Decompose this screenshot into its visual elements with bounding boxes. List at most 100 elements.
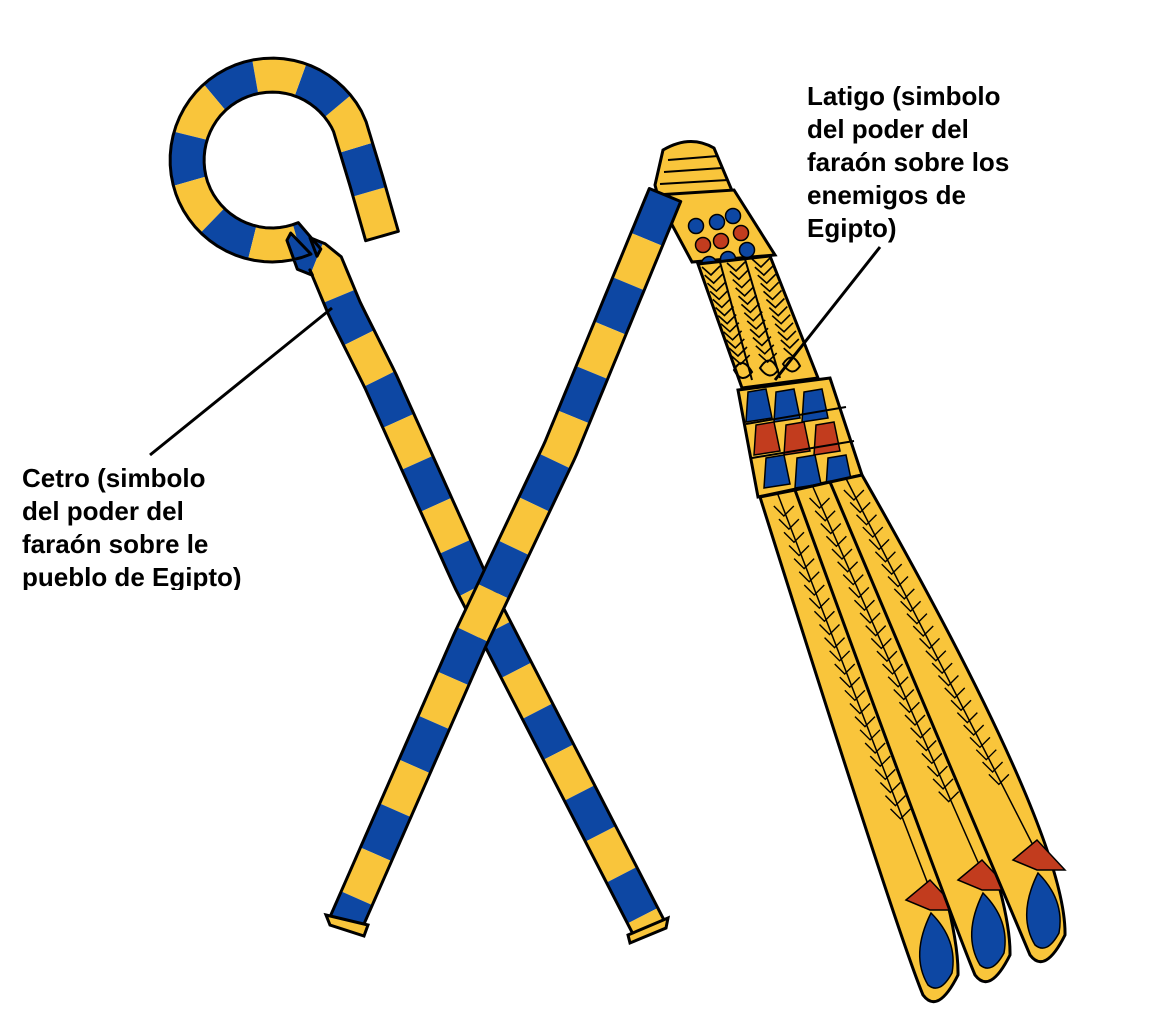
flail-chevron	[752, 335, 772, 347]
flail-strand-chevron	[869, 755, 891, 768]
flail-chevron	[706, 281, 726, 293]
flail-chevron	[725, 338, 745, 349]
flail-strand-chevron	[925, 650, 947, 662]
flail-chevron	[720, 322, 740, 333]
flail-strand-chevron	[898, 701, 920, 714]
flail-label-line: faraón sobre los	[807, 147, 1010, 177]
staff-stripe	[498, 497, 550, 556]
staff-end-cap	[323, 912, 370, 938]
flail-strand-chevron	[842, 574, 864, 586]
flail-strand-chevron	[919, 637, 941, 650]
flail-chevron	[758, 352, 778, 364]
flail-strand-chevron	[904, 714, 926, 727]
flail-block	[783, 421, 811, 456]
flail-block	[763, 454, 791, 489]
staff-stripe	[418, 671, 469, 730]
staff-stripe	[399, 715, 450, 774]
flail-strand-chevron	[879, 781, 901, 794]
crook-label-line: faraón sobre le	[22, 529, 209, 559]
crook-stripe	[585, 826, 637, 883]
flail-bead	[708, 213, 726, 231]
flail-leader-line	[773, 246, 882, 381]
flail-label-line: Latigo (simbolo	[807, 81, 1001, 111]
flail-strand-chevron	[874, 551, 896, 563]
crook-stripe	[173, 176, 225, 233]
flail-strand-chevron	[837, 561, 859, 573]
flail-strand-chevron	[865, 625, 887, 637]
flail-block	[745, 388, 773, 423]
flail-strand-chevron	[818, 623, 840, 636]
flail-label-line: del poder del	[807, 114, 969, 144]
flail-strand-chevron	[855, 514, 877, 526]
flail-block	[753, 421, 781, 456]
flail-bead	[724, 207, 742, 225]
flail-strand-chevron	[910, 727, 932, 739]
flail-chevron	[729, 269, 749, 281]
flail-chevron	[762, 289, 783, 301]
staff-stripe	[457, 583, 509, 642]
crook-stripe	[382, 413, 433, 470]
flail-bead	[712, 232, 730, 250]
flail-label-line: Egipto)	[807, 213, 897, 243]
flail-strand-chevron	[884, 795, 906, 807]
flail-label-line: enemigos de	[807, 180, 966, 210]
flail-chevron	[765, 297, 785, 309]
staff-stripe	[379, 759, 431, 818]
flail-bead	[732, 224, 750, 242]
flail-strand-chevron	[843, 489, 865, 501]
crook-stripe	[353, 187, 399, 241]
flail-strand-tip-blue	[918, 911, 954, 989]
crook-stripe	[501, 662, 553, 719]
flail-strand-chevron	[868, 538, 890, 551]
flail-strand-chevron	[950, 699, 972, 712]
flail-chevron	[732, 277, 752, 289]
staff-stripe	[360, 803, 411, 862]
flail-strand	[758, 488, 960, 1004]
flail	[653, 140, 1067, 1004]
crook-leader-line	[149, 306, 333, 457]
flail-strand-chevron	[975, 749, 997, 761]
flail-strand-chevron	[988, 773, 1010, 786]
crook-label-line: del poder del	[22, 496, 184, 526]
flail-strand-chevron	[844, 689, 866, 702]
flail-chevron	[749, 327, 769, 339]
flail-strand-chevron	[848, 586, 870, 599]
staff	[323, 187, 683, 938]
flail-strand-chevron	[813, 610, 835, 623]
crook-stripe	[522, 703, 574, 760]
staff-stripe	[341, 847, 392, 906]
flail-chevron	[714, 305, 735, 317]
staff-stripe	[539, 410, 590, 469]
flail-strand-chevron	[944, 687, 966, 699]
flail-chevron	[737, 294, 758, 306]
flail-bead	[694, 236, 712, 254]
flail-chevron	[728, 346, 748, 358]
flail-strand-chevron	[825, 535, 847, 548]
flail-strand-chevron	[900, 600, 922, 613]
flail-strand-chevron	[788, 544, 810, 557]
flail-strand-chevron	[876, 650, 898, 663]
flail-strand-chevron	[926, 765, 948, 778]
flail-strand-chevron	[829, 650, 851, 662]
flail-strand-chevron	[839, 676, 861, 689]
flail-chevron	[760, 281, 780, 293]
flail-blocks	[745, 388, 855, 489]
flail-chevron	[709, 289, 729, 301]
crook-stripe	[420, 497, 471, 554]
crook-stripe	[543, 744, 595, 801]
flail-strand-chevron	[893, 588, 915, 600]
flail-strand-chevron	[982, 761, 1004, 774]
crook-label: Cetro (simbolo del poder del faraón sobr…	[22, 462, 242, 590]
flail-strand-chevron	[778, 518, 800, 531]
flail-strand	[827, 473, 1067, 964]
flail-strand-chevron	[881, 563, 903, 576]
crook-stripe	[310, 242, 355, 303]
flail-label: Latigo (simbolo del poder del faraón sob…	[807, 80, 1009, 245]
flail-chevron	[755, 344, 775, 355]
flail-strand-chevron	[853, 599, 875, 612]
flail-chevron	[740, 302, 760, 314]
flail-strand-chevron	[773, 505, 795, 517]
flail-chevron	[768, 306, 788, 317]
